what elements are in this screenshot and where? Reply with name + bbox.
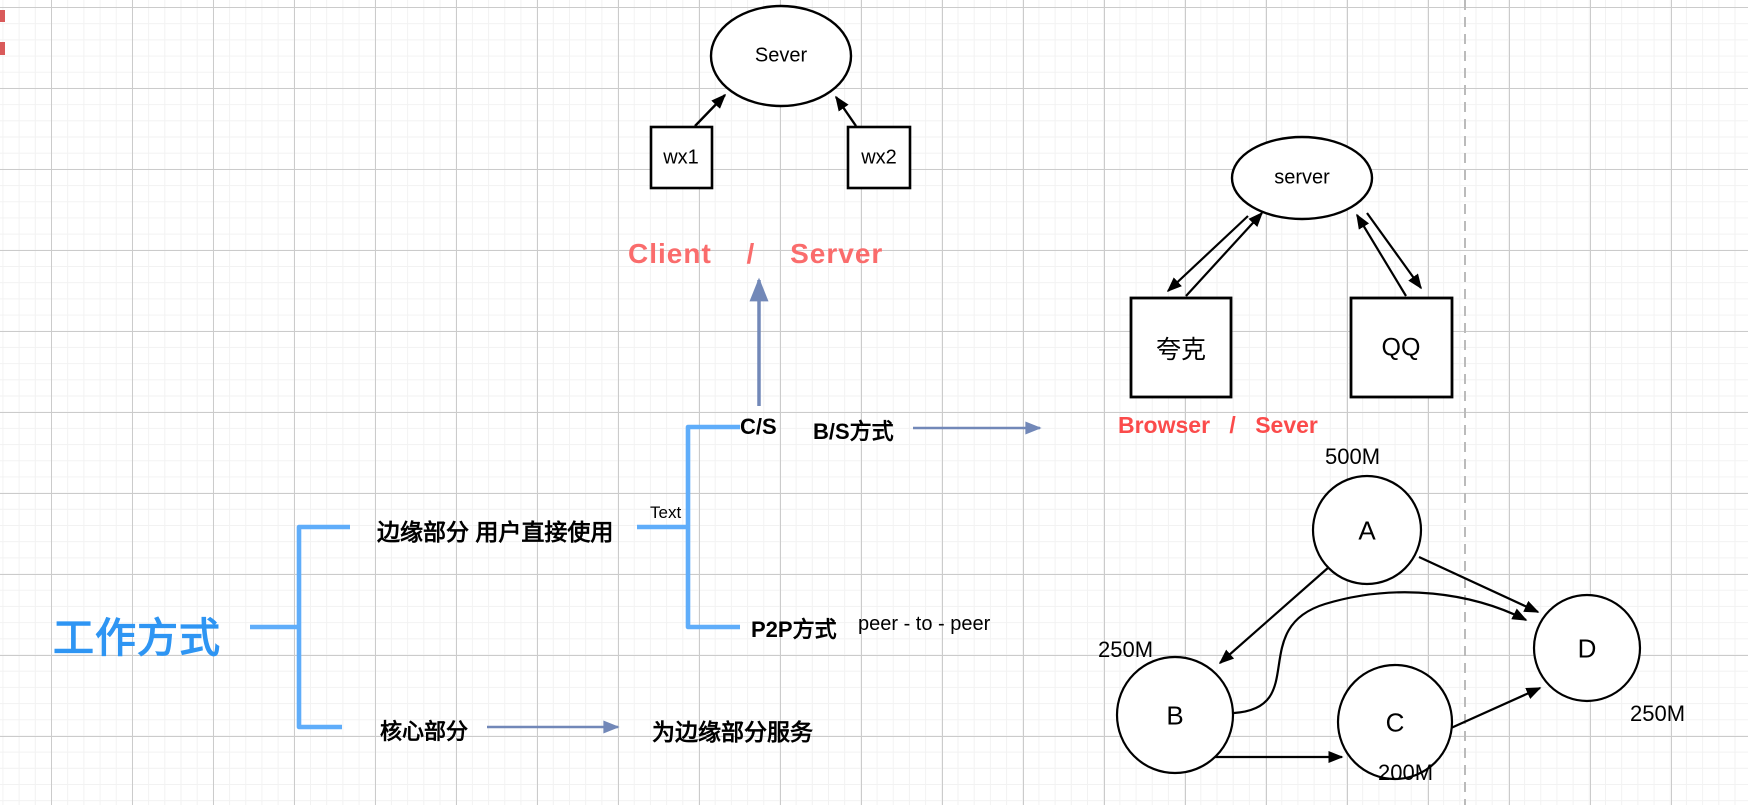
wx1-box[interactable] — [649, 125, 714, 190]
mindmap-core-branch-label[interactable]: 核心部分 — [380, 719, 469, 744]
peer-node-b[interactable] — [1115, 655, 1235, 775]
sever-label[interactable]: Sever — [754, 44, 808, 67]
kuake-box[interactable] — [1129, 296, 1233, 399]
canvas-edge-artifact — [0, 10, 5, 22]
qq-label[interactable]: QQ — [1381, 333, 1421, 362]
edge-b-to-d[interactable] — [1233, 591, 1528, 715]
edge-a-to-d[interactable] — [1418, 556, 1540, 613]
mindmap-bracket-level2[interactable] — [685, 424, 740, 630]
mindmap-root-label[interactable]: 工作方式 — [53, 615, 221, 661]
server-ellipse[interactable] — [1230, 135, 1374, 221]
mindmap-core-note[interactable]: 为边缘部分服务 — [652, 719, 813, 745]
edge-server-to-kuake[interactable] — [1166, 215, 1249, 293]
qq-box[interactable] — [1349, 296, 1454, 399]
peer-node-d[interactable] — [1532, 593, 1642, 703]
server-label[interactable]: server — [1274, 166, 1330, 189]
bandwidth-d-label[interactable]: 250M — [1630, 701, 1686, 726]
sever-ellipse[interactable] — [709, 4, 853, 108]
mindmap-bs-label[interactable]: B/S方式 — [813, 419, 894, 444]
edge-wx1-to-sever[interactable] — [694, 93, 727, 127]
bandwidth-b-label[interactable]: 250M — [1098, 637, 1154, 662]
mindmap-cs-label[interactable]: C/S — [740, 414, 777, 439]
peer-node-d-label[interactable]: D — [1577, 633, 1597, 664]
edge-kuake-to-server[interactable] — [1185, 211, 1264, 297]
wx1-label[interactable]: wx1 — [663, 146, 699, 169]
peer-node-c-label[interactable]: C — [1385, 707, 1405, 738]
mindmap-p2p-note[interactable]: peer - to - peer — [858, 613, 991, 635]
bandwidth-a-label[interactable]: 500M — [1325, 444, 1381, 469]
bandwidth-c-label[interactable]: 200M — [1378, 760, 1434, 785]
peer-node-a-label[interactable]: A — [1358, 515, 1376, 546]
kuake-label[interactable]: 夸克 — [1155, 336, 1207, 364]
canvas-edge-artifact — [0, 42, 5, 55]
edge-wx2-to-sever[interactable] — [835, 95, 857, 127]
mindmap-edge-branch-label[interactable]: 边缘部分 用户直接使用 — [377, 519, 614, 545]
mindmap-bracket-level1[interactable] — [296, 524, 350, 730]
mindmap-p2p-label[interactable]: P2P方式 — [751, 617, 837, 642]
mindmap-edge-text-label[interactable]: Text — [650, 503, 682, 522]
peer-node-c[interactable] — [1336, 663, 1454, 781]
wx2-box[interactable] — [846, 125, 912, 190]
edge-server-to-qq[interactable] — [1366, 212, 1422, 290]
peer-node-a[interactable] — [1311, 474, 1423, 586]
peer-node-b-label[interactable]: B — [1166, 700, 1184, 731]
wx2-label[interactable]: wx2 — [861, 146, 897, 169]
edge-c-to-d[interactable] — [1450, 686, 1542, 730]
client-server-caption[interactable]: Client / Server — [628, 238, 884, 269]
edge-qq-to-server[interactable] — [1356, 213, 1407, 297]
edge-a-to-b[interactable] — [1218, 566, 1330, 664]
browser-sever-caption[interactable]: Browser / Sever — [1118, 412, 1318, 438]
